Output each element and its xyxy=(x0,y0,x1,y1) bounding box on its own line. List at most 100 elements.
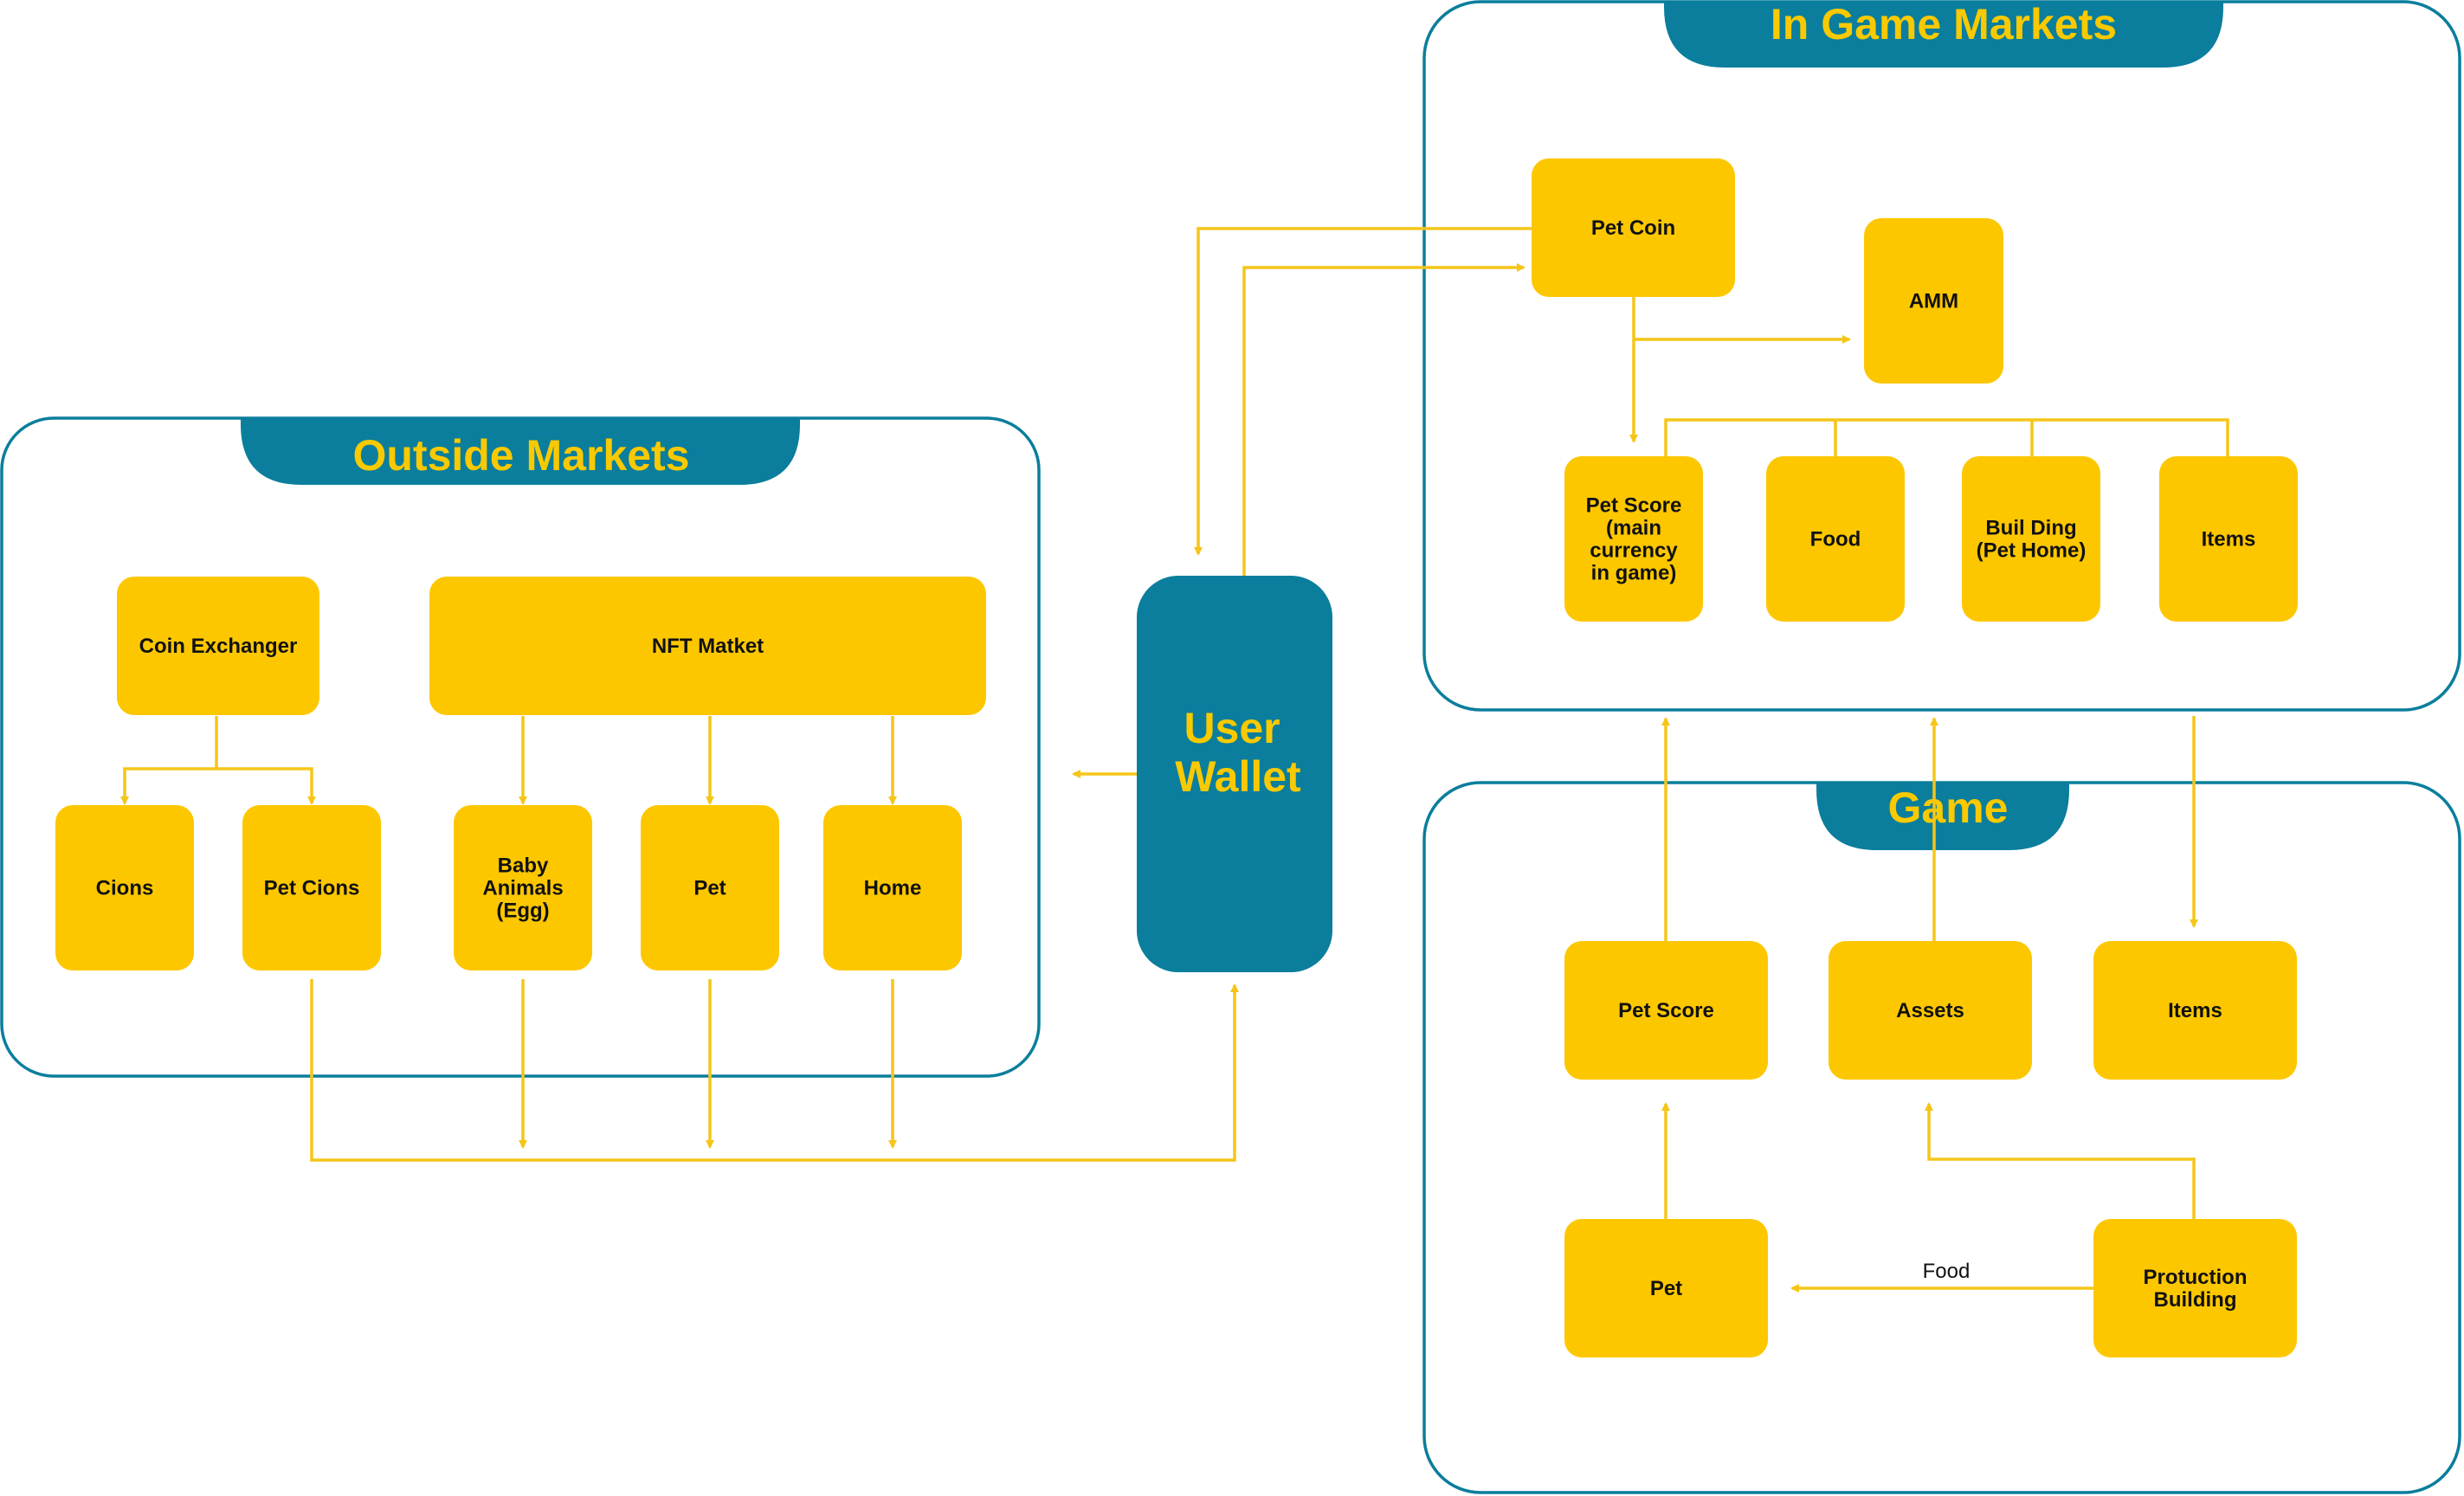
node-box-cions xyxy=(55,805,194,970)
node-label-line: (Egg) xyxy=(496,900,549,923)
node-label-line: Pet xyxy=(693,877,726,900)
node-box-pet-coin xyxy=(1532,158,1735,297)
node-box-coin-exchanger xyxy=(117,577,319,715)
node-label-line: AMM xyxy=(1909,290,1958,313)
node-box-pet-cions xyxy=(242,805,381,970)
node-box-production-building xyxy=(2093,1219,2297,1357)
node-label-line: Assets xyxy=(1896,999,1964,1022)
node-label-line: Pet Cions xyxy=(264,877,360,900)
node-label-amm: AMM xyxy=(1909,290,1958,313)
game-title: Game xyxy=(1888,783,2009,832)
edge-amm-bus xyxy=(1664,418,2229,456)
node-box-home xyxy=(823,805,962,970)
node-label-items-game: Items xyxy=(2168,999,2222,1022)
outside-markets-title: Outside Markets xyxy=(352,431,689,480)
node-label-line: (Pet Home) xyxy=(1977,539,2087,563)
node-box-pet-score-game xyxy=(1564,941,1768,1080)
edge-pet-coin-to-wallet xyxy=(1194,227,1532,556)
user-wallet-label: User Wallet xyxy=(1175,704,1301,801)
edge-coin-exchanger-to-pet-cions xyxy=(216,767,316,805)
node-label-pet-outside: Pet xyxy=(693,877,726,900)
outside-markets-panel: Outside Markets xyxy=(0,416,1041,1078)
game-tab xyxy=(1816,783,2069,850)
node-label-line: in game) xyxy=(1591,562,1677,585)
user-wallet-line-2: Wallet xyxy=(1175,752,1301,801)
node-label-line: Buil Ding xyxy=(1985,517,2076,540)
node-pet-score-game: Pet Score xyxy=(1564,941,1768,1080)
node-pet-cions: Pet Cions xyxy=(242,805,381,970)
node-label-line: currency xyxy=(1590,539,1678,563)
edge-production-to-assets xyxy=(1925,1102,2196,1219)
node-assets: Assets xyxy=(1829,941,2032,1080)
node-label-cions: Cions xyxy=(96,877,154,900)
node-label-line: (main xyxy=(1606,517,1661,540)
node-label-line: Protuction xyxy=(2144,1266,2248,1289)
node-label-line: Pet Coin xyxy=(1591,216,1675,240)
node-items-game: Items xyxy=(2093,941,2297,1080)
node-label-pet-game: Pet xyxy=(1650,1277,1682,1300)
in-game-markets-tab xyxy=(1664,2,2223,68)
node-label-building: Buil Ding(Pet Home) xyxy=(1977,517,2087,563)
game-panel: Game xyxy=(1422,781,2461,1494)
node-box-food xyxy=(1766,456,1905,622)
node-label-pet-score-game: Pet Score xyxy=(1618,999,1714,1022)
node-box-building xyxy=(1962,456,2100,622)
node-label-coin-exchanger: Coin Exchanger xyxy=(139,635,298,658)
node-label-line: Baby xyxy=(498,854,549,878)
node-label-line: Coin Exchanger xyxy=(139,635,298,658)
node-box-amm xyxy=(1864,218,2003,384)
node-building: Buil Ding(Pet Home) xyxy=(1962,456,2100,622)
node-label-line: Items xyxy=(2168,999,2222,1022)
node-box-pet-outside xyxy=(641,805,779,970)
in-game-markets-title: In Game Markets xyxy=(1771,0,2117,48)
edge-wallet-to-pet-coin xyxy=(1242,263,1525,576)
edge-label-food: Food xyxy=(1923,1260,1971,1283)
node-cions: Cions xyxy=(55,805,194,970)
node-amm: AMM xyxy=(1864,218,2003,384)
user-wallet: User Wallet xyxy=(1137,576,1332,972)
user-wallet-line-1: User xyxy=(1184,704,1280,752)
node-label-food: Food xyxy=(1810,528,1861,551)
node-label-pet-cions: Pet Cions xyxy=(264,877,360,900)
node-nft-market: NFT Matket xyxy=(429,577,986,715)
node-label-line: Pet Score xyxy=(1618,999,1714,1022)
connectors: Food xyxy=(120,227,2229,1293)
node-coin-exchanger: Coin Exchanger xyxy=(117,577,319,715)
edge-coin-exchanger-to-cions xyxy=(120,767,216,805)
node-label-line: NFT Matket xyxy=(652,635,764,658)
node-food: Food xyxy=(1766,456,1905,622)
outside-markets-tab xyxy=(241,418,800,485)
node-home: Home xyxy=(823,805,962,970)
node-label-line: Food xyxy=(1810,528,1861,551)
node-pet-game: Pet xyxy=(1564,1219,1768,1357)
node-items-market: Items xyxy=(2159,456,2298,622)
node-label-line: Home xyxy=(864,877,922,900)
node-label-line: Building xyxy=(2154,1288,2237,1312)
node-box-items-game xyxy=(2093,941,2297,1080)
node-label-assets: Assets xyxy=(1896,999,1964,1022)
node-label-line: Items xyxy=(2202,528,2256,551)
node-pet-coin: Pet Coin xyxy=(1532,158,1735,297)
node-label-items-market: Items xyxy=(2202,528,2256,551)
node-box-assets xyxy=(1829,941,2032,1080)
node-box-pet-game xyxy=(1564,1219,1768,1357)
node-box-baby-animals xyxy=(454,805,592,970)
node-label-line: Pet Score xyxy=(1586,494,1682,518)
node-label-line: Pet xyxy=(1650,1277,1682,1300)
edge-pet-cions-to-wallet xyxy=(310,979,1239,1162)
node-label-pet-coin: Pet Coin xyxy=(1591,216,1675,240)
node-pet-outside: Pet xyxy=(641,805,779,970)
node-label-nft-market: NFT Matket xyxy=(652,635,764,658)
node-box-nft-market xyxy=(429,577,986,715)
node-label-line: Animals xyxy=(482,877,563,900)
node-box-items-market xyxy=(2159,456,2298,622)
node-box-pet-score-main xyxy=(1564,456,1703,622)
node-label-line: Cions xyxy=(96,877,154,900)
